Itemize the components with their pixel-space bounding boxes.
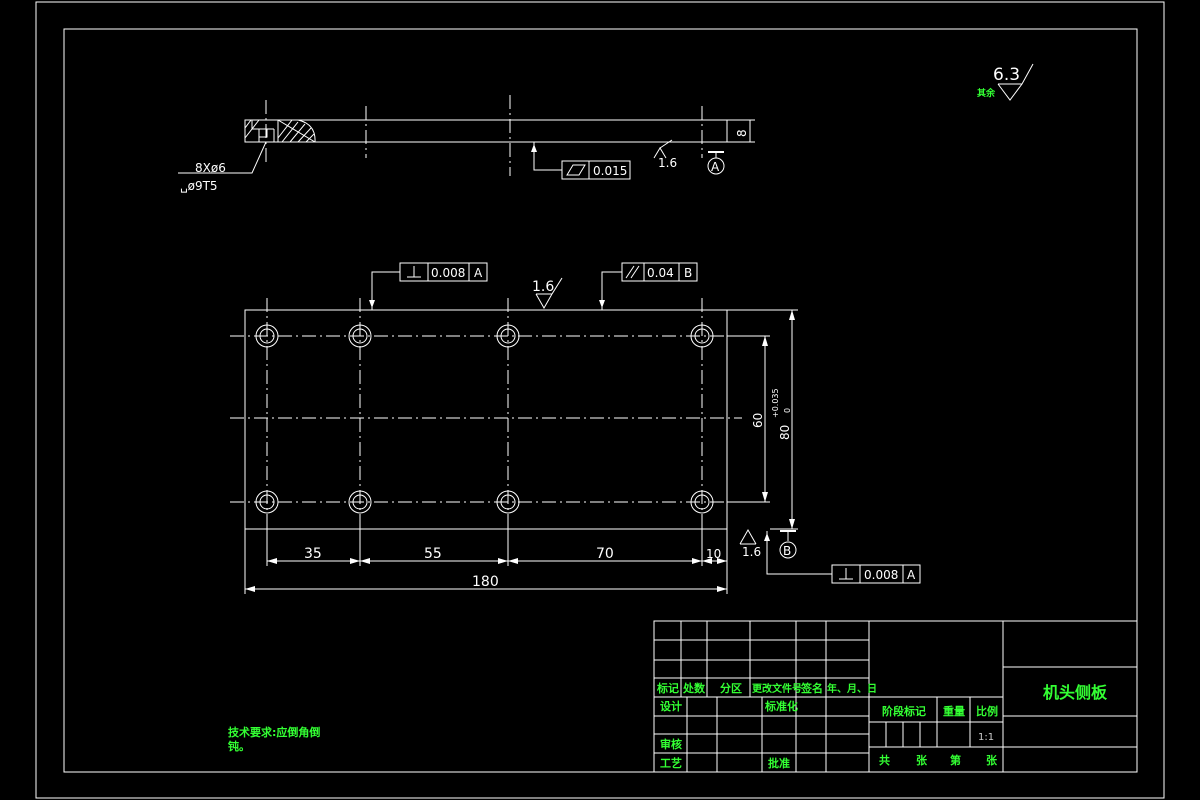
svg-text:70: 70 — [596, 546, 614, 562]
side-view-outline — [244, 119, 728, 143]
svg-text:1.6: 1.6 — [658, 156, 677, 170]
svg-text:工艺: 工艺 — [660, 756, 682, 770]
perp-frame-bottom — [831, 564, 921, 584]
outer-border — [35, 1, 1165, 799]
svg-text:8: 8 — [735, 129, 749, 137]
part-title: 机头侧板 — [1043, 683, 1108, 702]
svg-text:60: 60 — [751, 413, 765, 428]
svg-text:第: 第 — [950, 753, 961, 767]
svg-text:180: 180 — [472, 574, 499, 590]
svg-text:80: 80 — [778, 425, 792, 440]
svg-text:0.008: 0.008 — [864, 568, 898, 582]
datum-a-symbol — [707, 157, 725, 175]
svg-text:标准化: 标准化 — [764, 699, 798, 713]
svg-text:10: 10 — [706, 547, 721, 561]
svg-text:1.6: 1.6 — [742, 545, 761, 559]
svg-text:A: A — [907, 568, 916, 582]
svg-text:分区: 分区 — [720, 681, 742, 695]
svg-text:1:1: 1:1 — [978, 732, 994, 743]
svg-text:55: 55 — [424, 546, 442, 562]
svg-text:B: B — [783, 544, 791, 558]
svg-text:审核: 审核 — [660, 737, 682, 751]
svg-text:+0.035: +0.035 — [771, 388, 780, 418]
svg-text:35: 35 — [304, 546, 322, 562]
svg-text:␣ø9T5: ␣ø9T5 — [180, 179, 218, 193]
parallel-frame — [621, 262, 698, 282]
svg-text:B: B — [684, 266, 692, 280]
flatness-frame — [561, 160, 631, 180]
top-view-outline — [244, 309, 728, 530]
svg-text:张: 张 — [986, 753, 998, 767]
side-view: 8 8Xø6 ␣ø9T5 0.015 1.6 A — [178, 95, 755, 193]
datum-b-symbol — [779, 541, 797, 559]
tech-req-line1: 技术要求:应倒角倒 — [228, 725, 320, 739]
svg-text:8Xø6: 8Xø6 — [195, 161, 226, 175]
svg-text:签名: 签名 — [800, 681, 823, 695]
roughness-rest-symbol: 6.3 其余 — [977, 63, 1034, 101]
tech-req-line2: 钝。 — [228, 739, 250, 753]
inner-frame — [63, 28, 1138, 773]
svg-text:0.04: 0.04 — [647, 266, 674, 280]
svg-text:阶段标记: 阶段标记 — [882, 704, 926, 718]
svg-text:比例: 比例 — [976, 704, 998, 718]
svg-text:批准: 批准 — [768, 756, 790, 770]
svg-text:0.015: 0.015 — [593, 164, 627, 178]
svg-text:张: 张 — [916, 753, 928, 767]
svg-text:共: 共 — [879, 753, 890, 767]
svg-text:A: A — [474, 266, 483, 280]
top-view: 0.008 A 0.04 B 1.6 60 80 +0.035 0 — [230, 262, 921, 594]
hole-pattern — [255, 324, 714, 514]
svg-text:A: A — [711, 160, 720, 174]
section-hatch — [244, 119, 316, 143]
perp-frame-top — [399, 262, 488, 282]
svg-text:6.3: 6.3 — [993, 65, 1020, 85]
svg-text:年、月、日: 年、月、日 — [827, 682, 877, 695]
svg-text:其余: 其余 — [977, 87, 996, 99]
svg-text:设计: 设计 — [660, 699, 682, 713]
svg-text:更改文件号: 更改文件号 — [752, 682, 802, 695]
title-block: 标记 处数 分区 更改文件号 签名 年、月、日 设计 标准化 审核 工艺 批准 … — [653, 620, 1138, 773]
svg-text:标记: 标记 — [656, 681, 679, 695]
svg-text:处数: 处数 — [682, 681, 706, 695]
svg-text:0.008: 0.008 — [431, 266, 465, 280]
svg-text:重量: 重量 — [943, 704, 965, 718]
svg-text:0: 0 — [783, 408, 792, 413]
svg-text:1.6: 1.6 — [532, 279, 554, 295]
